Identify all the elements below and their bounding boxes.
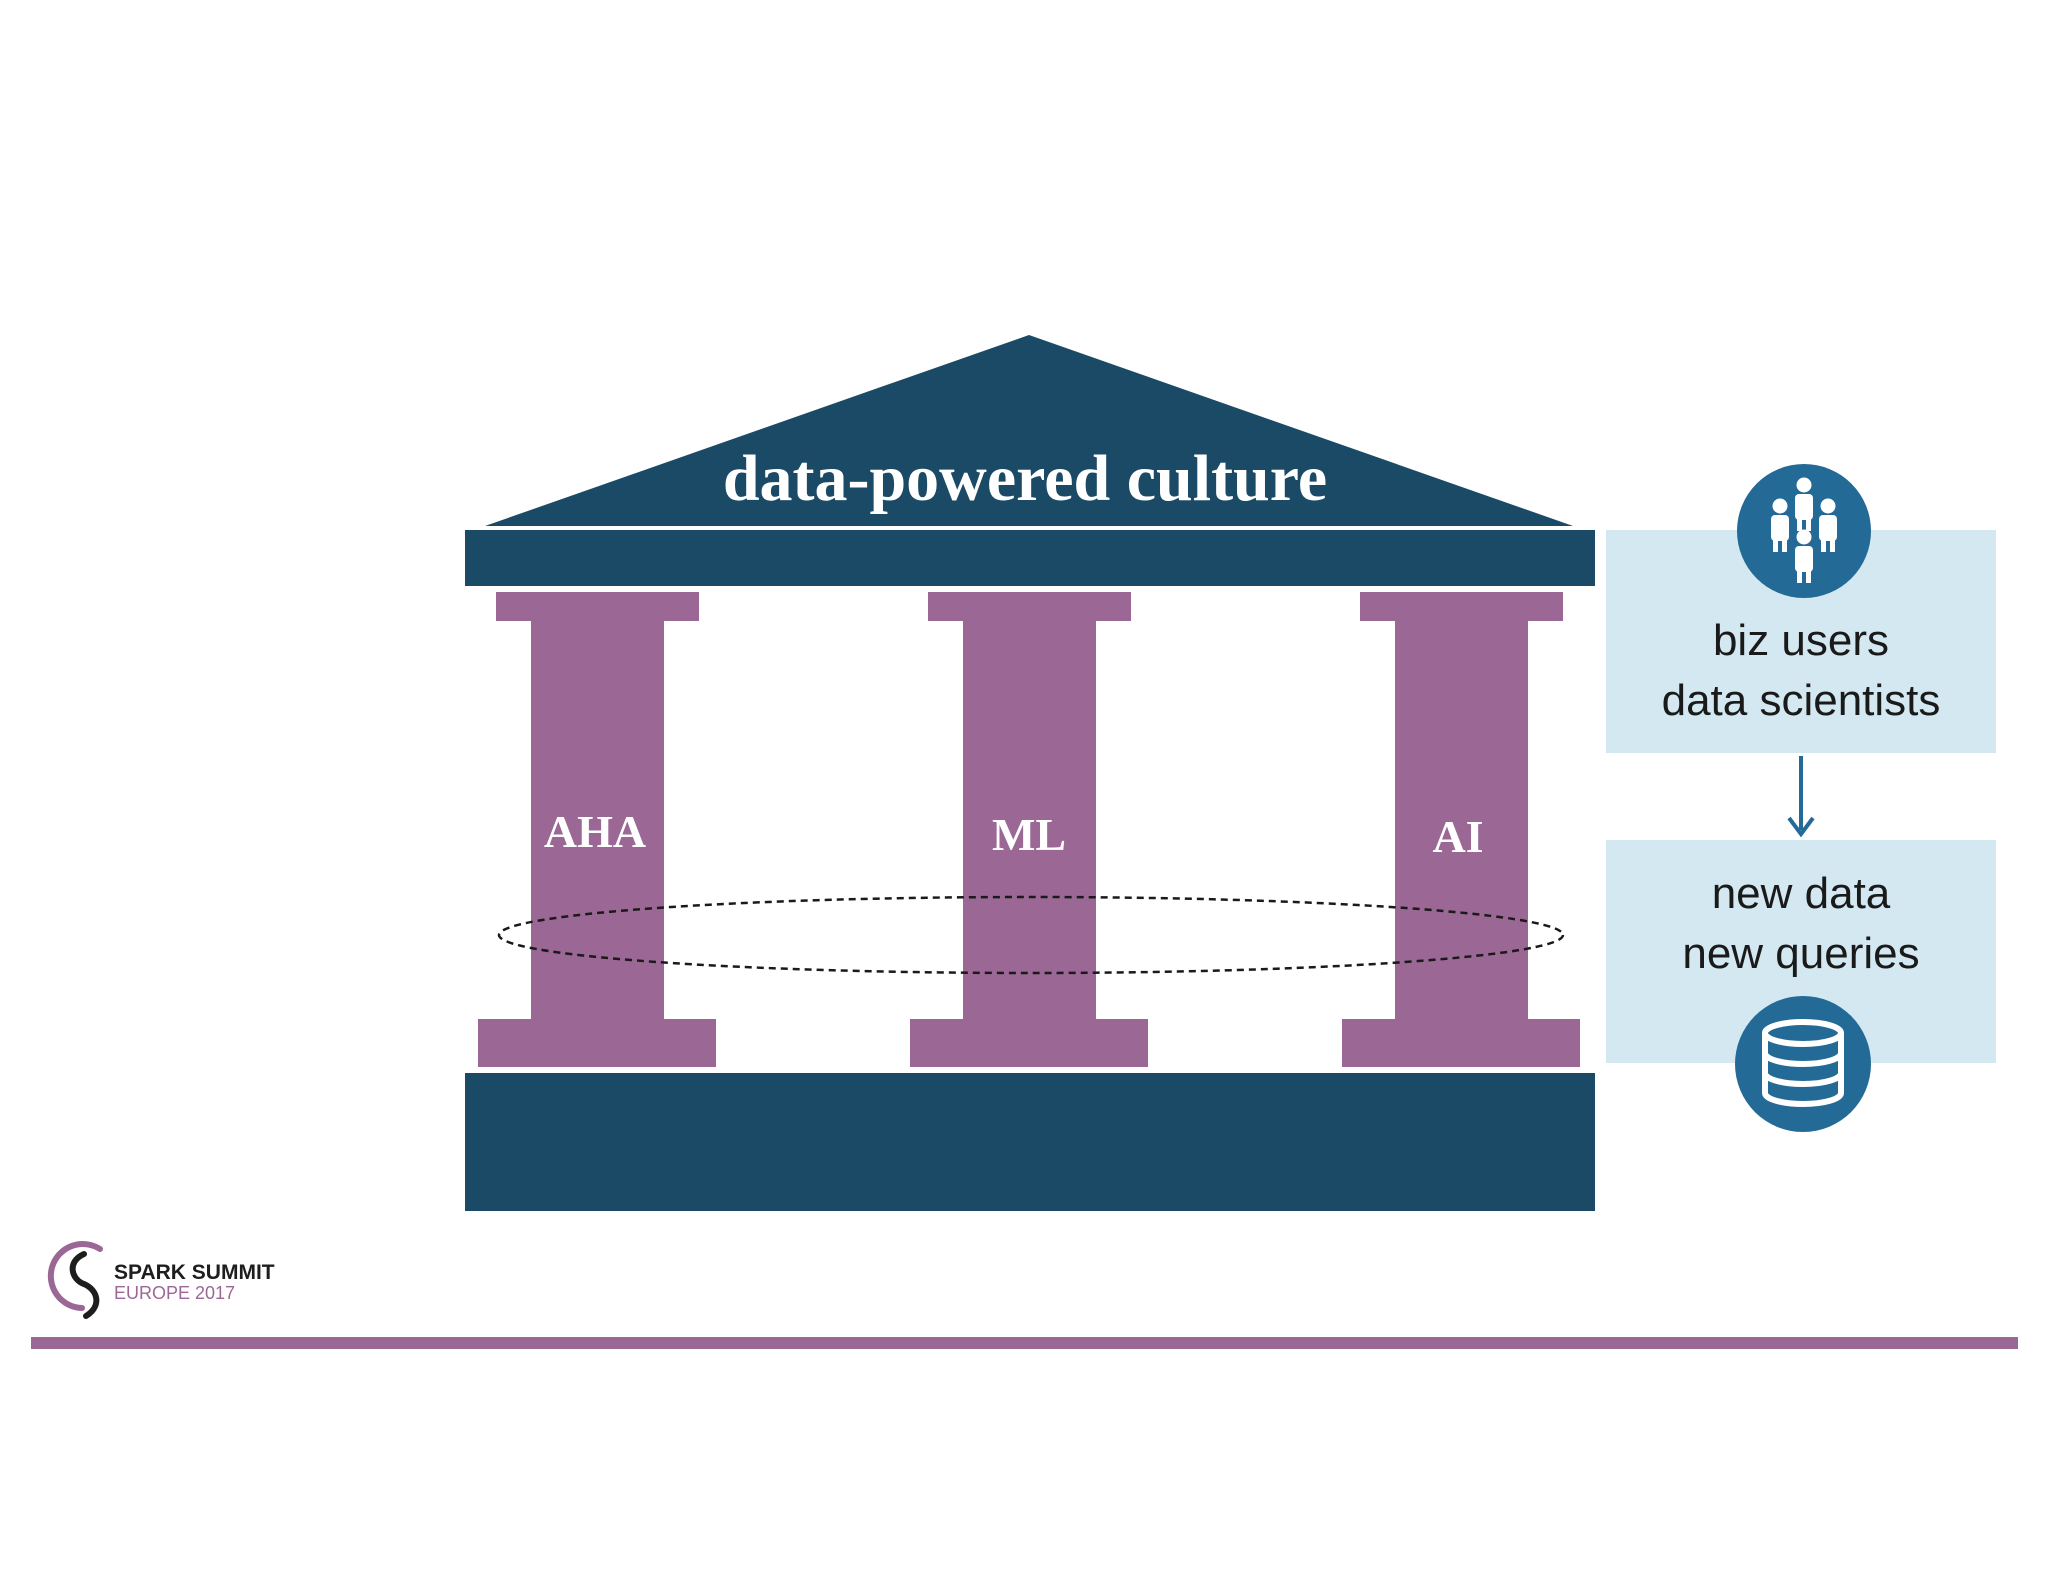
- pillar-capital: [928, 592, 1131, 621]
- temple-foundation: [465, 1073, 1595, 1211]
- pillar-ai: AI: [1342, 592, 1580, 1067]
- data-box-line1: new data: [1712, 869, 1891, 918]
- pillar-label: AHA: [544, 806, 646, 857]
- pillar-base: [1342, 1019, 1580, 1067]
- pillar-label: ML: [992, 809, 1066, 860]
- pillar-base: [478, 1019, 716, 1067]
- temple-entablature: [465, 530, 1595, 586]
- users-box-line2: data scientists: [1662, 676, 1941, 725]
- temple-roof: [485, 335, 1573, 526]
- pillar-aha: AHA: [478, 592, 716, 1067]
- footer-rule: [31, 1337, 2018, 1349]
- pillar-capital: [1360, 592, 1563, 621]
- dashed-ring: [497, 895, 1565, 975]
- logo-title: SPARK SUMMIT: [114, 1261, 275, 1284]
- database-icon: [1735, 996, 1871, 1132]
- pillar-ml: ML: [910, 592, 1148, 1067]
- spark-summit-logo-icon: [47, 1241, 103, 1319]
- pillar-shaft: [531, 621, 664, 1019]
- flow-arrow: [1787, 756, 1815, 838]
- pillar-label: AI: [1432, 811, 1483, 862]
- spark-summit-logo: SPARK SUMMIT EUROPE 2017: [47, 1241, 275, 1319]
- pillar-shaft: [963, 621, 1096, 1019]
- pillar-capital: [496, 592, 699, 621]
- logo-subtitle: EUROPE 2017: [114, 1283, 235, 1303]
- data-box-line2: new queries: [1682, 929, 1919, 978]
- pillar-base: [910, 1019, 1148, 1067]
- people-group-icon: [1737, 464, 1871, 598]
- roof-label: data-powered culture: [723, 442, 1327, 515]
- users-box-line1: biz users: [1713, 616, 1889, 665]
